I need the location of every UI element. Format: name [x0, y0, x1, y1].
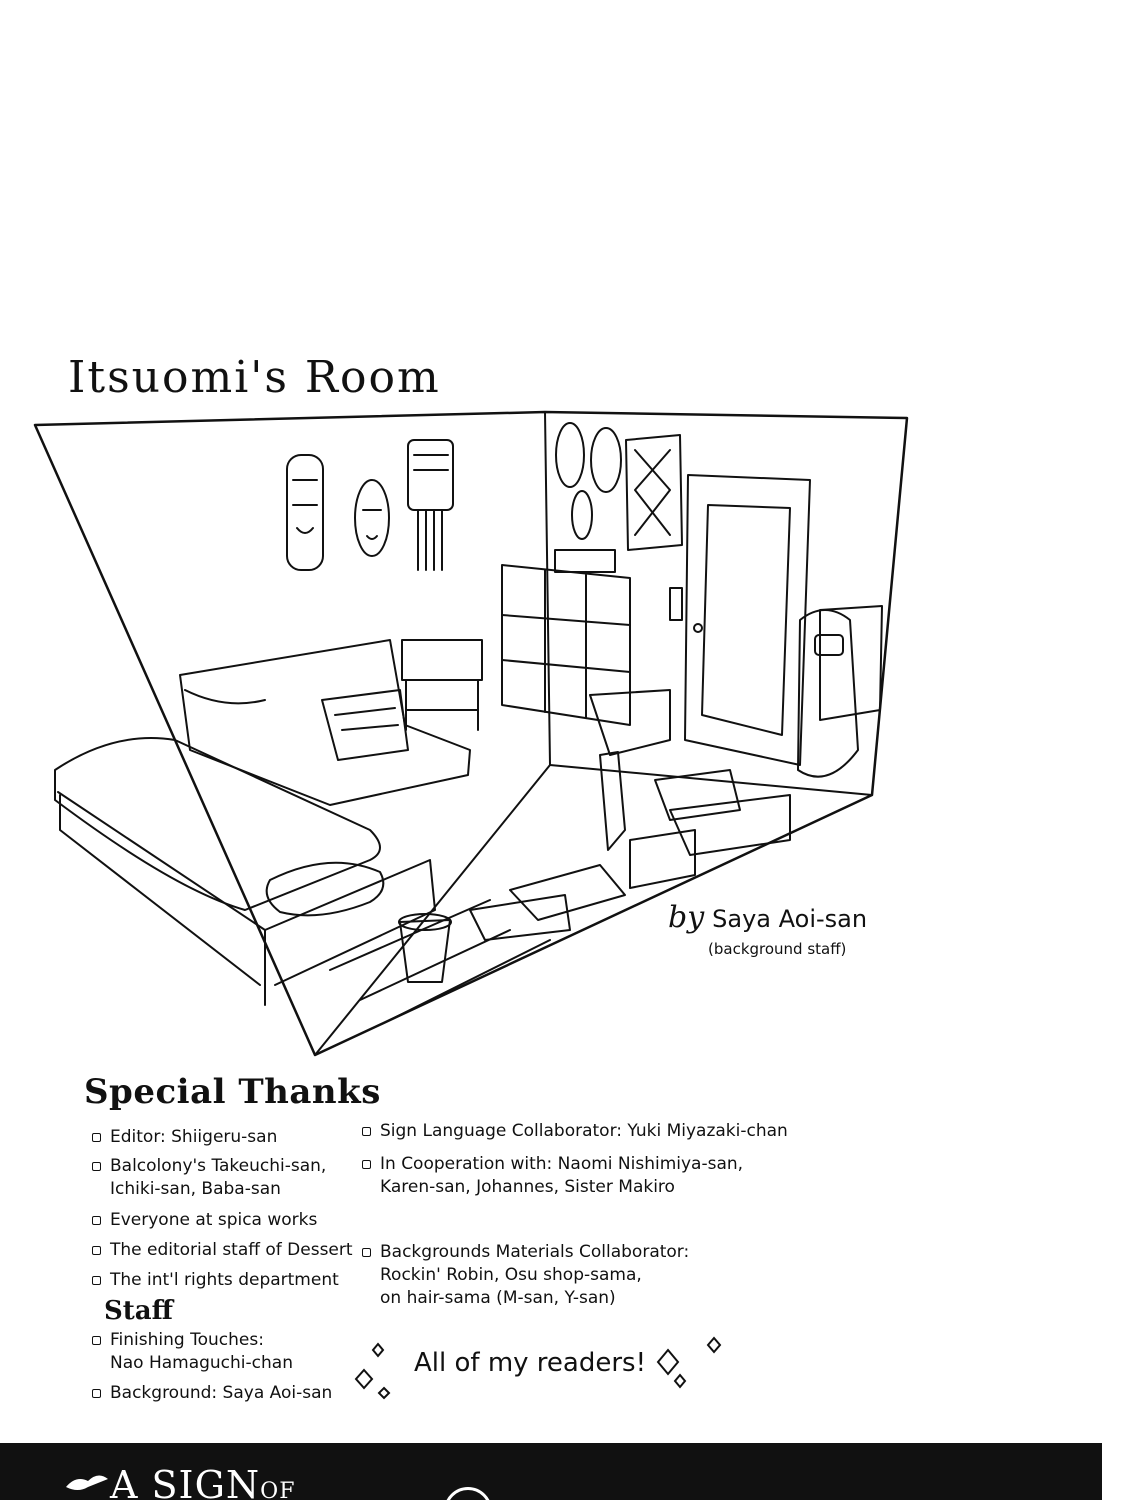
list-item-line: The int'l rights department	[110, 1270, 339, 1290]
list-item: Background: Saya Aoi-san	[92, 1382, 362, 1405]
list-item-line: on hair-sama (M-san, Y-san)	[380, 1288, 616, 1308]
special-thanks-heading: Special Thanks	[84, 1072, 381, 1112]
special-thanks-left-list: Editor: Shiigeru-san Balcolony's Takeuch…	[92, 1126, 362, 1298]
list-item-line: In Cooperation with: Naomi Nishimiya-san…	[380, 1154, 744, 1174]
list-item-line: Editor: Shiigeru-san	[110, 1127, 278, 1147]
list-item-line: Balcolony's Takeuchi-san,	[110, 1156, 327, 1176]
list-item-line: Ichiki-san, Baba-san	[110, 1179, 281, 1199]
list-item: Everyone at spica works	[92, 1209, 362, 1232]
list-item: Sign Language Collaborator: Yuki Miyazak…	[362, 1120, 802, 1143]
page-title: Itsuomi's Room	[68, 352, 441, 403]
list-item-line: Finishing Touches:	[110, 1330, 264, 1350]
list-item-line: The editorial staff of Dessert	[110, 1240, 353, 1260]
list-item: Backgrounds Materials Collaborator: Rocki…	[362, 1241, 802, 1310]
special-thanks-right-list: Sign Language Collaborator: Yuki Miyazak…	[362, 1120, 802, 1320]
list-item-line: Sign Language Collaborator: Yuki Miyazak…	[380, 1121, 788, 1141]
list-item: In Cooperation with: Naomi Nishimiya-san…	[362, 1153, 802, 1199]
room-illustration	[33, 410, 909, 1057]
list-item-line: Nao Hamaguchi-chan	[110, 1353, 293, 1373]
list-item: Balcolony's Takeuchi-san, Ichiki-san, Bab…	[92, 1155, 362, 1201]
list-item-line: Everyone at spica works	[110, 1210, 318, 1230]
list-item-line: Rockin' Robin, Osu shop-sama,	[380, 1265, 642, 1285]
leaf-icon	[66, 1475, 108, 1490]
credit-by-word: by	[668, 900, 705, 935]
banner-logo-main: A SIGN	[110, 1463, 261, 1500]
sparkle-icon	[354, 1336, 722, 1400]
list-item: Editor: Shiigeru-san	[92, 1126, 362, 1149]
list-item-line: Karen-san, Johannes, Sister Makiro	[380, 1177, 675, 1197]
banner-circle-icon	[444, 1487, 492, 1500]
banner-logo-of: OF	[260, 1479, 296, 1500]
list-item: The int'l rights department	[92, 1269, 362, 1292]
list-item-line: Background: Saya Aoi-san	[110, 1383, 333, 1403]
list-item: The editorial staff of Dessert	[92, 1239, 362, 1262]
readers-thanks: All of my readers!	[414, 1348, 647, 1378]
credit-artist: Saya Aoi-san	[712, 905, 868, 933]
staff-list: Finishing Touches: Nao Hamaguchi-chan Bac…	[92, 1329, 362, 1412]
staff-heading: Staff	[104, 1296, 173, 1326]
list-item-line: Backgrounds Materials Collaborator:	[380, 1242, 690, 1262]
list-item: Finishing Touches: Nao Hamaguchi-chan	[92, 1329, 362, 1375]
banner-logo-text: A SIGNOF	[110, 1463, 295, 1500]
footer-banner: A SIGNOF	[0, 1443, 1102, 1500]
credit-role: (background staff)	[708, 940, 847, 958]
